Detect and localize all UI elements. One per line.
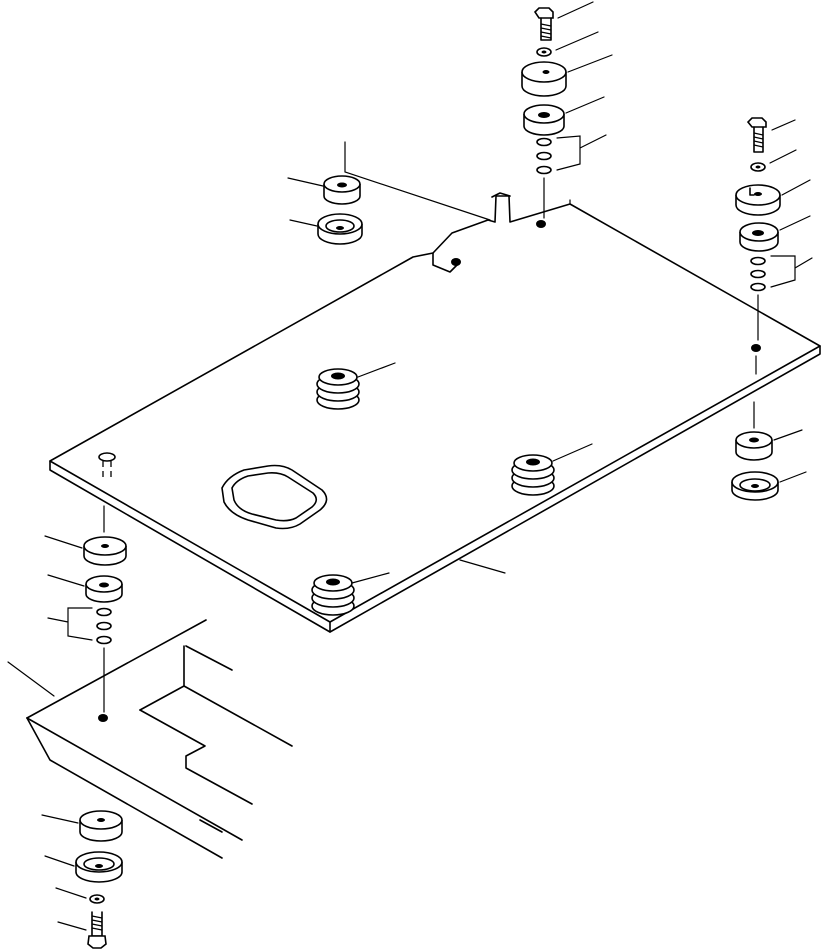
- cushion-icon: [523, 96, 605, 136]
- cushion-icon: [47, 574, 123, 603]
- countersunk-bolt-left: [98, 452, 116, 480]
- washer-icon: [536, 31, 599, 57]
- shim-icon: [536, 134, 607, 175]
- cushion-icon: [521, 54, 613, 97]
- stack-right: [735, 117, 813, 341]
- stack-left: [44, 505, 127, 713]
- shim-icon: [47, 607, 112, 645]
- washer-icon: [55, 887, 105, 904]
- bolt-icon: [533, 1, 594, 41]
- plate-hole-rear: [536, 220, 546, 228]
- shim-icon: [750, 255, 813, 292]
- cushion-icon: [735, 179, 811, 216]
- cushion-icon: [287, 175, 361, 205]
- grommet-center-right: [511, 443, 593, 496]
- cup-icon: [44, 851, 123, 883]
- grommet-center-left: [316, 362, 396, 410]
- floor-plate: [49, 141, 821, 633]
- stack-top-left: [287, 175, 363, 245]
- stack-right-below: [731, 355, 807, 501]
- cushion-icon: [739, 215, 811, 252]
- plate-hole-right: [751, 344, 761, 352]
- cup-icon: [289, 213, 363, 245]
- cushion-icon: [44, 535, 127, 566]
- washer-icon: [750, 149, 797, 172]
- cushion-icon: [735, 429, 803, 461]
- bolt-icon: [57, 911, 107, 949]
- plate-hatch-opening: [221, 464, 328, 530]
- cup-icon: [731, 471, 807, 501]
- frame-corner: [7, 619, 293, 859]
- cushion-icon: [41, 810, 123, 842]
- stack-top-center: [521, 1, 613, 219]
- stack-bottom-left: [41, 810, 123, 949]
- bolt-icon: [746, 117, 796, 153]
- grommet-front: [311, 572, 390, 616]
